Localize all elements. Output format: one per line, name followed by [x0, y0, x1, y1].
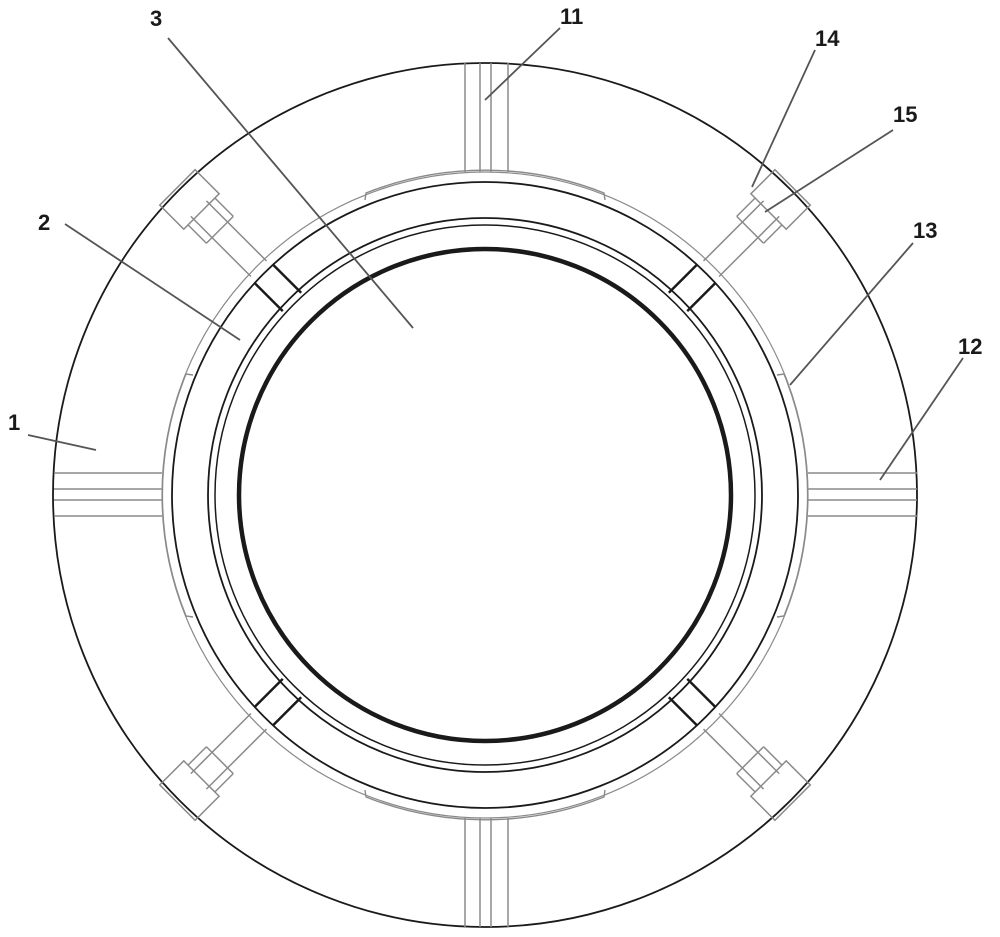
label-12: 12	[958, 334, 983, 359]
leader-3	[167, 37, 414, 329]
outer-ring-1-outer-edge	[52, 62, 918, 928]
diagonal-bolt-assemblies	[158, 168, 812, 822]
leader-2	[64, 223, 241, 341]
label-15: 15	[893, 102, 918, 127]
ring-2-inner-line	[214, 224, 756, 766]
label-3: 3	[150, 6, 163, 31]
inner-disc-3-edge	[236, 246, 734, 744]
bolt-bottom-left	[702, 712, 812, 822]
label-leader-lines	[27, 27, 964, 481]
radial-slots	[54, 63, 917, 927]
ring-2-outer-boundary	[161, 171, 809, 819]
ring-2-inner-edge	[207, 217, 763, 773]
arc-pads-13	[161, 169, 809, 821]
label-11: 11	[560, 4, 584, 29]
slot-left	[54, 472, 162, 517]
concentric-rings	[52, 62, 918, 928]
ring-2-outer-edge	[171, 181, 799, 809]
bolt-top-right	[158, 168, 268, 278]
arc-pad-left	[161, 373, 194, 618]
label-1: 1	[8, 410, 21, 435]
arc-pad-right	[776, 373, 809, 618]
arc-pad-top	[364, 169, 606, 201]
label-14: 14	[815, 26, 840, 51]
label-2: 2	[38, 210, 51, 235]
slot-top-11	[464, 63, 509, 172]
leader-14	[751, 49, 816, 188]
bolt-top-left	[702, 168, 812, 278]
leader-12	[879, 357, 964, 481]
leader-11	[484, 27, 561, 101]
leader-1	[27, 434, 97, 451]
ring-joints	[253, 263, 717, 727]
leader-15	[764, 129, 894, 213]
slot-bottom	[464, 818, 509, 927]
label-13: 13	[913, 218, 938, 243]
leader-13	[789, 242, 914, 386]
bolt-bottom-right	[158, 712, 268, 822]
arc-pad-bottom	[364, 789, 606, 821]
slot-right-12	[808, 472, 917, 517]
